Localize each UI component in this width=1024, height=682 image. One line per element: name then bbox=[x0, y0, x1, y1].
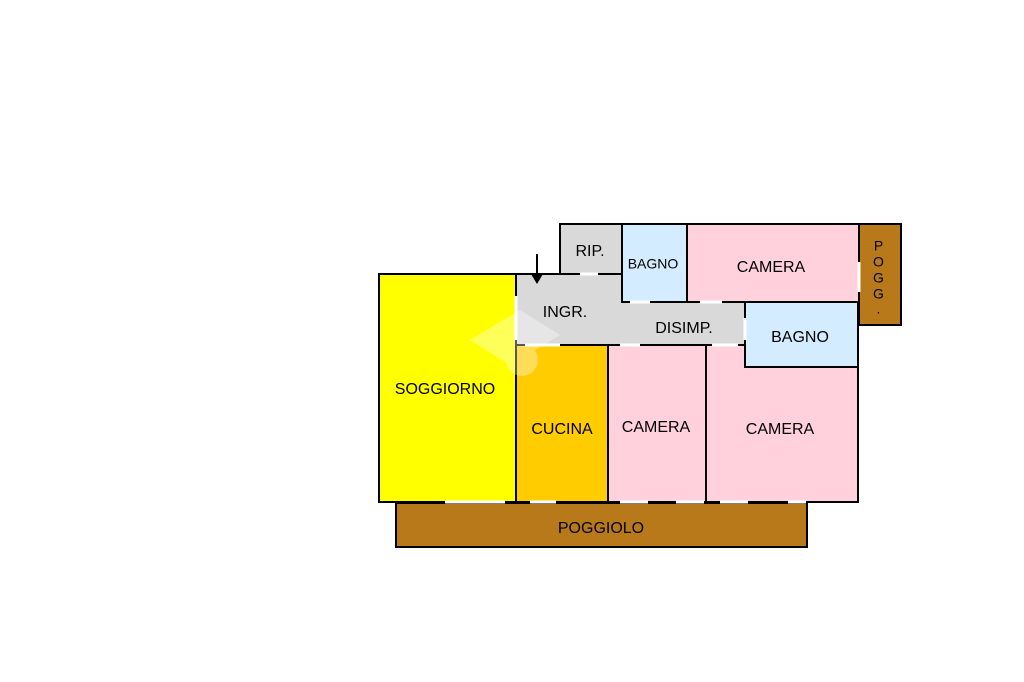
soggiorno-area bbox=[378, 273, 517, 503]
camera-mid-label: CAMERA bbox=[622, 419, 691, 436]
svg-text:P: P bbox=[874, 238, 884, 254]
pogg-side-area bbox=[858, 223, 902, 326]
bagno-top-area bbox=[621, 223, 688, 303]
disimpegno-label: DISIMP. bbox=[655, 320, 713, 337]
svg-text:G: G bbox=[873, 270, 885, 286]
svg-text:O: O bbox=[873, 254, 885, 270]
ingresso-label: INGR. bbox=[543, 304, 587, 321]
svg-text:G: G bbox=[873, 286, 885, 302]
camera-mid-area bbox=[607, 344, 707, 503]
logo-watermark bbox=[470, 310, 560, 376]
ripostiglio-area bbox=[559, 223, 623, 275]
camera-top-area bbox=[686, 223, 860, 303]
soggiorno-label: SOGGIORNO bbox=[395, 381, 495, 398]
poggiolo-label: POGGIOLO bbox=[558, 520, 644, 537]
svg-text:.: . bbox=[877, 301, 882, 317]
bagno-right-label: BAGNO bbox=[771, 329, 829, 346]
poggiolo-area bbox=[395, 502, 808, 548]
down-arrow-icon bbox=[531, 254, 543, 284]
door-openings bbox=[445, 262, 861, 504]
camera-right-area bbox=[705, 344, 859, 503]
bagno-top-label: BAGNO bbox=[628, 256, 679, 272]
camera-right-label: CAMERA bbox=[746, 421, 815, 438]
pogg-side-label: P O G G . bbox=[873, 238, 885, 317]
ripostiglio-label: RIP. bbox=[575, 243, 604, 260]
camera-top-label: CAMERA bbox=[737, 259, 806, 276]
cucina-label: CUCINA bbox=[531, 421, 593, 438]
